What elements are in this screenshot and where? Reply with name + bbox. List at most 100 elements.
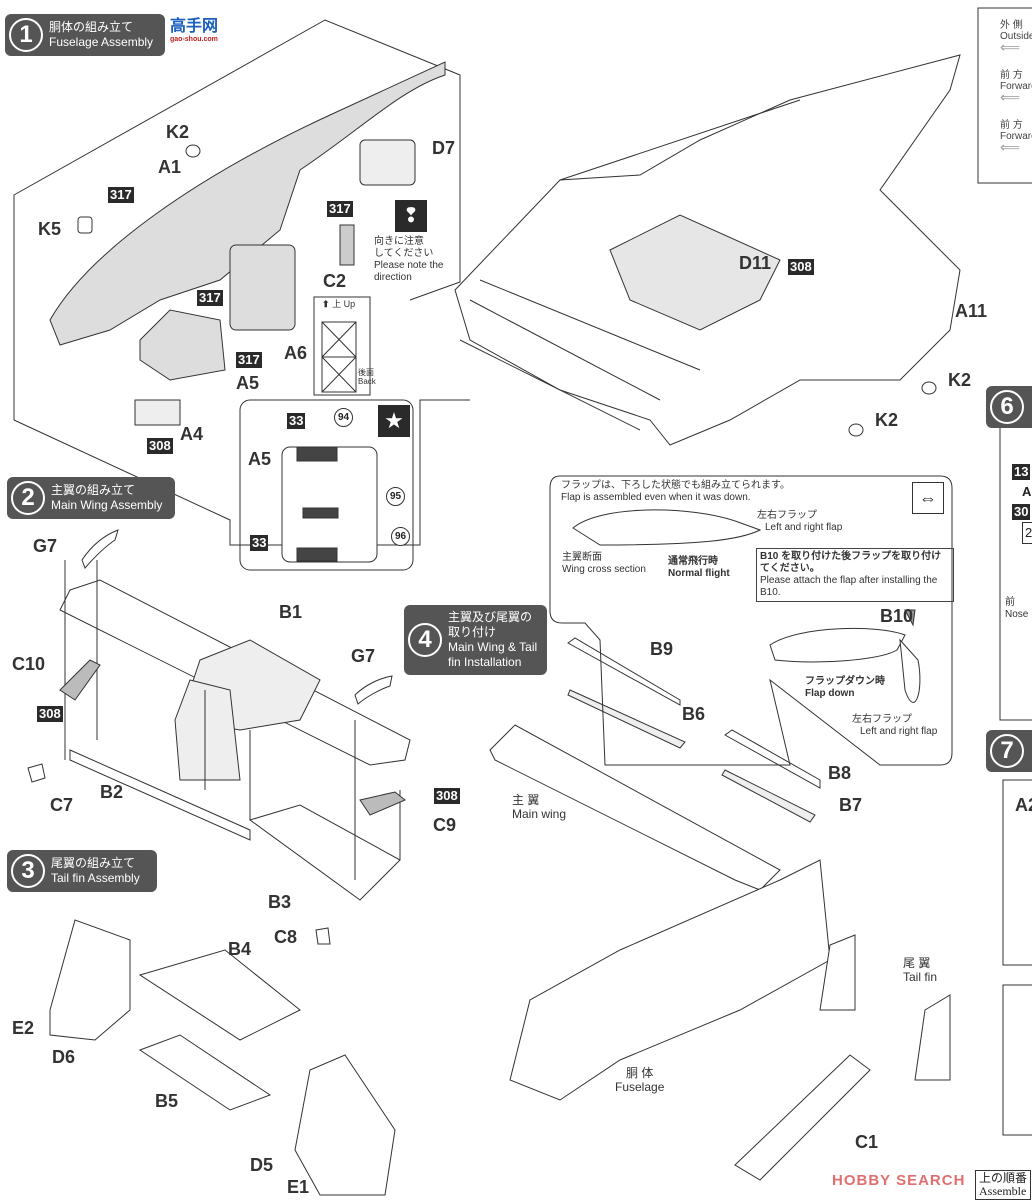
part-c10 — [59, 659, 101, 701]
arrow-left-icon: ⟸ — [1000, 89, 1021, 105]
part-label: B1 — [279, 602, 303, 622]
wing-section-flapdown — [769, 627, 906, 663]
b10-note: B10 を取り付けた後フラップを取り付けてください。 Please attach… — [756, 548, 954, 602]
part-d7 — [359, 139, 416, 186]
up-note: ⬆ 上 Up — [322, 298, 355, 310]
part-a4 — [134, 399, 181, 426]
paint-number: 317 — [236, 352, 262, 368]
part-label: A1 — [158, 157, 182, 177]
legend-en: Forward — [1000, 131, 1032, 142]
part-label: K2 — [875, 410, 899, 430]
note-jp: 上の順番 — [979, 1171, 1028, 1185]
flap-toggle-arrows-icon: ⇔ — [912, 482, 944, 514]
note-jp: フラップは、下ろした状態でも組み立てられます。 — [561, 480, 790, 491]
legend-en: Forward — [1000, 81, 1032, 92]
step-number: 2 — [11, 481, 45, 515]
paint-number: 30 — [1012, 504, 1031, 520]
watermark-hobby-search: HOBBY SEARCH — [832, 1172, 966, 1189]
part-label: B9 — [650, 639, 674, 659]
part-b8 — [724, 729, 821, 789]
note-jp: フラップダウン時 — [805, 676, 885, 687]
part-b4 — [138, 949, 301, 1041]
part-label: K5 — [38, 219, 62, 239]
lr-flap-note-2: 左右フラップ Left and right flap — [852, 714, 937, 738]
note-jp: 後面 — [358, 368, 374, 377]
part-label: A6 — [284, 343, 308, 363]
note-jp: してください — [374, 248, 434, 259]
part-label: B4 — [228, 939, 252, 959]
part-b3 — [248, 804, 401, 901]
part-label: K2 — [948, 370, 972, 390]
step-title-jp: 主翼及び尾翼の取り付け — [448, 610, 533, 639]
paint-number: 308 — [788, 259, 814, 275]
star-icon: ★ — [378, 405, 410, 437]
note-jp: B10 を取り付けた後フラップを取り付けてください。 — [760, 551, 942, 574]
note-jp: 左右フラップ — [757, 510, 817, 521]
decal-number: 95 — [386, 487, 405, 506]
note-jp: 尾 翼 — [903, 956, 931, 970]
step-number: 4 — [408, 623, 442, 657]
paint-number: 33 — [250, 535, 269, 551]
part-label: B7 — [839, 795, 863, 815]
part-k5 — [77, 216, 93, 234]
note-en: Left and right flap — [860, 726, 938, 737]
watermark-logo: 高手网 gao-shou.com — [170, 12, 218, 43]
paint-number: 317 — [108, 187, 134, 203]
step-title-jp: 主翼の組み立て — [51, 483, 136, 497]
part-label: B5 — [155, 1091, 179, 1111]
back-note: 後面 Back — [358, 368, 376, 386]
decal-number: 94 — [334, 408, 353, 427]
step-title-jp: 胴体の組み立て — [49, 20, 134, 34]
step-title-jp: 尾翼の組み立て — [51, 856, 136, 870]
direction-note: 向きに注意 してください Please note the direction — [374, 236, 454, 284]
note-en: Please note the direction — [374, 260, 444, 283]
part-label: C1 — [855, 1132, 879, 1152]
part-label: A11 — [955, 301, 988, 321]
legend-jp: 前 方 — [1000, 120, 1023, 131]
arrow-up-icon: ⬆ — [322, 299, 330, 309]
part-label: A5 — [236, 373, 260, 393]
part-label: B8 — [828, 763, 852, 783]
legend-item: 前 方Forward⟸ — [1000, 70, 1032, 120]
normal-flight-note: 通常飛行時 Normal flight — [668, 556, 730, 580]
flap-callout-frame — [549, 475, 953, 766]
part-label: A2 — [1015, 795, 1032, 815]
part-label: C2 — [323, 271, 347, 291]
step-number: 6 — [990, 390, 1024, 424]
part-label: A4 — [180, 424, 204, 444]
note-jp: 左右フラップ — [852, 714, 912, 725]
main-wing-note: 主 翼 Main wing — [512, 793, 566, 821]
part-label: C9 — [433, 815, 457, 835]
paint-number: 317 — [197, 290, 223, 306]
part-label: D6 — [52, 1047, 76, 1067]
tail-fin-note: 尾 翼 Tail fin — [903, 956, 937, 984]
step7-header: 7 — [986, 730, 1032, 772]
tail-fin-left — [819, 934, 856, 1011]
fuselage-installed — [509, 859, 831, 1101]
part-label: B2 — [100, 782, 124, 802]
note-en: Main wing — [512, 807, 567, 821]
part-label: D7 — [432, 138, 456, 158]
note-en: Assemble — [979, 1184, 1027, 1198]
part-label: A — [1022, 484, 1032, 499]
c2-direction-box — [313, 296, 371, 396]
wing-section-normal — [572, 509, 762, 546]
step-number: 3 — [11, 854, 45, 888]
note-en: Flap is assembled even when it was down. — [561, 492, 751, 503]
note-en: Normal flight — [668, 568, 730, 579]
fuselage-note: 胴 体 Fuselage — [615, 1066, 664, 1094]
watermark-sub: gao-shou.com — [170, 36, 218, 43]
footer-note: 上の順番 Assemble — [975, 1170, 1032, 1200]
part-label: G7 — [33, 536, 58, 556]
part-a1 — [49, 61, 446, 346]
part-e2 — [49, 919, 131, 1041]
part-label: 2 — [1022, 522, 1032, 544]
note-en: Please attach the flap after installing … — [760, 575, 938, 598]
part-g7 — [81, 529, 119, 569]
paint-number: 317 — [327, 201, 353, 217]
note-jp: 胴 体 — [626, 1066, 654, 1080]
flap-down-note: フラップダウン時 Flap down — [805, 676, 885, 700]
part-b2 — [69, 749, 251, 841]
